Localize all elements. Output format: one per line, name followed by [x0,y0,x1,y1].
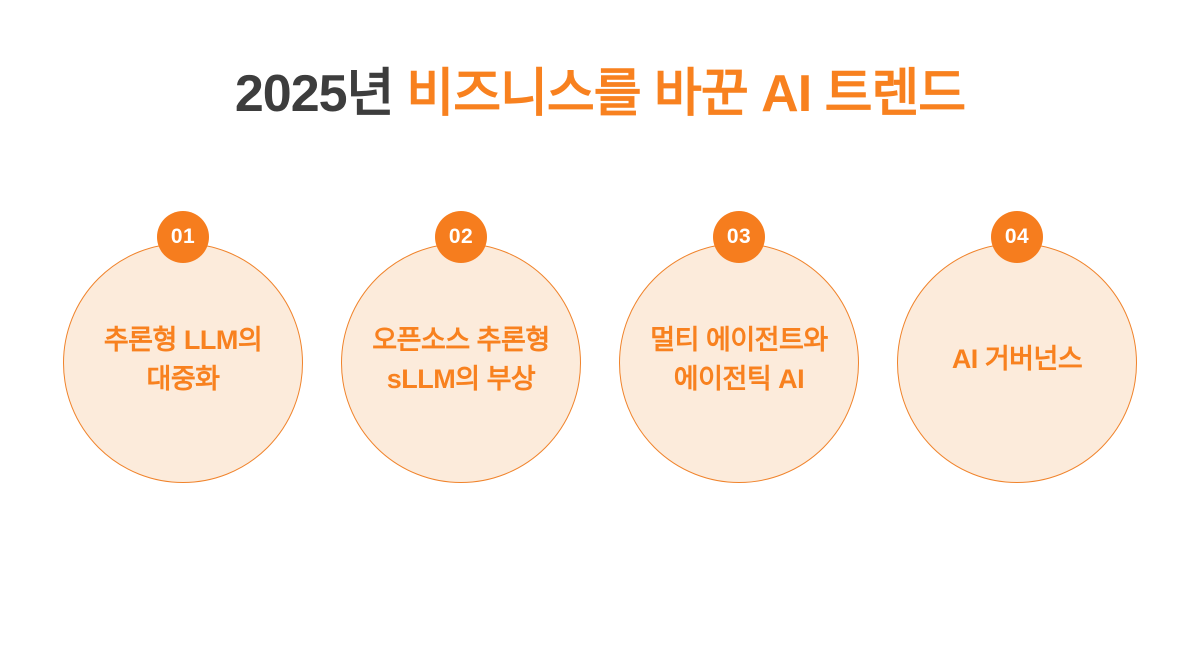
trend-label-line: AI 거버넌스 [951,344,1083,375]
trend-number: 01 [170,225,196,248]
trend-number-badge: 03 [713,211,765,263]
trend-label-line: 대중화 [146,364,220,394]
page-title-year: 2025년 [234,65,395,123]
trend-circle: 추론형 LLM의 대중화 [63,243,303,483]
trend-number: 02 [448,225,474,248]
page-title-highlight: 비즈니스를 바꾼 AI 트렌드 [406,65,966,123]
trend-card-1: 01 추론형 LLM의 대중화 [63,211,303,483]
trend-card-3: 03 멀티 에이전트와 에이전틱 AI [619,211,859,483]
trend-number: 03 [726,225,752,248]
trend-label-line: 오픈소스 추론형 [372,324,550,355]
trend-label-line: 멀티 에이전트와 [650,324,828,355]
trend-label-line: 추론형 LLM의 [103,324,263,355]
trend-circle: 멀티 에이전트와 에이전틱 AI [619,243,859,483]
trend-number-badge: 04 [991,211,1043,263]
trend-circle: 오픈소스 추론형 sLLM의 부상 [341,243,581,483]
trend-circle: AI 거버넌스 [897,243,1137,483]
trend-label: 멀티 에이전트와 에이전틱 AI [636,321,841,399]
trend-label-line: 에이전틱 AI [673,364,805,394]
trend-number: 04 [1004,225,1030,248]
trend-card-2: 02 오픈소스 추론형 sLLM의 부상 [341,211,581,483]
trend-label: 오픈소스 추론형 sLLM의 부상 [358,321,563,399]
trend-label: AI 거버넌스 [938,340,1096,379]
trend-card-4: 04 AI 거버넌스 [897,211,1137,483]
trend-cards-row: 01 추론형 LLM의 대중화 02 오픈소스 추론형 sLLM의 부상 [0,211,1200,483]
trend-label-line: sLLM의 부상 [386,364,536,394]
trend-number-badge: 02 [435,211,487,263]
trend-label: 추론형 LLM의 대중화 [90,321,276,399]
trend-number-badge: 01 [157,211,209,263]
